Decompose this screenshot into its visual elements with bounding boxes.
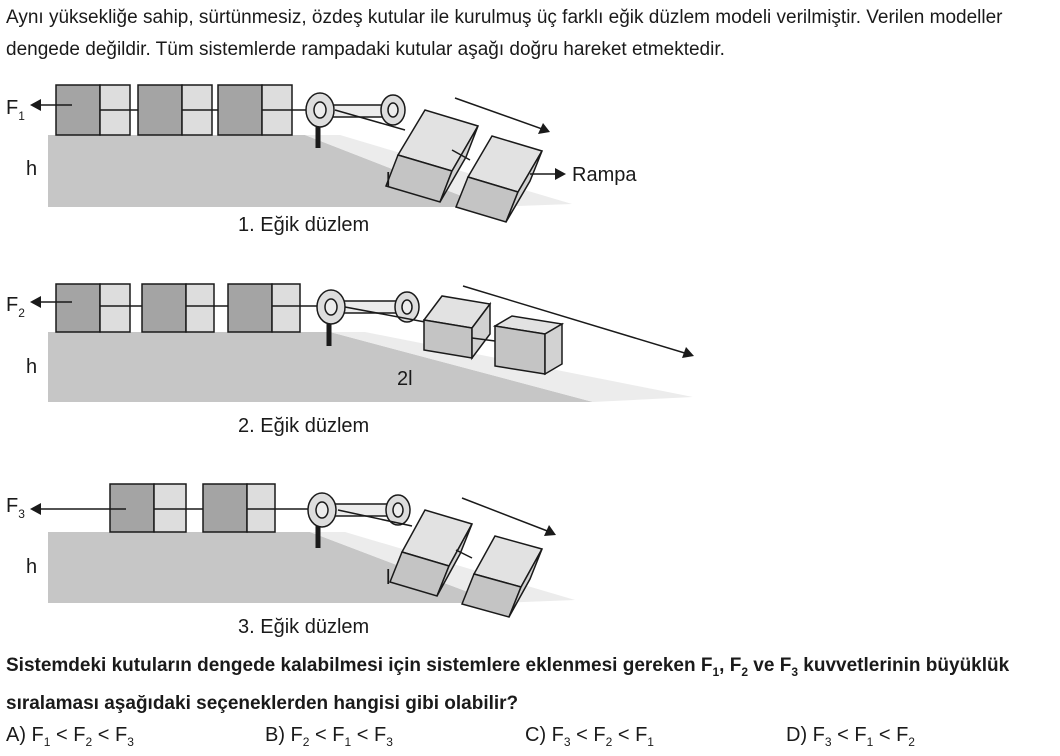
option-c[interactable]: C) F3 < F2 < F1 [525,724,654,749]
force-label: F3 [6,495,25,521]
motion-arrowhead [682,347,694,358]
question-text: Sistemdeki kutuların dengede kalabilmesi… [6,655,1010,714]
diagram-caption: 2. Eğik düzlem [238,415,369,437]
rope [451,149,471,161]
force-arrowhead [30,296,41,308]
ramp-cube [385,109,480,203]
intro-text: Aynı yüksekliğe sahip, sürtünmesiz, özde… [6,7,1003,60]
motion-arrowhead [544,525,556,536]
motion-arrow [461,497,551,533]
inclined-plane-1: F1 h l Rampa 1. Eğik düzlem [0,80,1060,240]
ramp-label: Rampa [572,164,637,186]
inclined-plane-3-drawing: F3 h l 3. Eğik düzlem [6,483,575,638]
platform [48,332,593,402]
pulley-icon [305,92,335,148]
force-label: F2 [6,294,25,320]
inclined-plane-3: F3 h l 3. Eğik düzlem [0,478,1060,643]
rope [344,306,426,323]
flat-box [109,483,187,533]
option-b[interactable]: B) F2 < F1 < F3 [265,724,393,749]
pulley-icon [380,94,406,126]
diagram-caption: 3. Eğik düzlem [238,616,369,638]
pulley-icon [385,494,411,526]
length-label: l [386,567,390,589]
flat-box [55,283,131,333]
platform [48,135,490,207]
inclined-plane-2: F2 h 2l 2. Eğik düzlem [0,276,1060,441]
force-label: F1 [6,97,25,123]
pulley-axle [324,104,391,118]
diagram-caption: 1. Eğik düzlem [238,214,369,236]
length-label: l [386,170,390,192]
ramp-cube [422,295,492,361]
option-d[interactable]: D) F3 < F1 < F2 [786,724,915,749]
height-label: h [26,158,37,180]
platform [48,532,497,603]
flat-box [227,283,301,333]
motion-arrow [462,285,689,355]
ramp-pointer-head [555,168,566,180]
pulley-icon [394,291,420,323]
flat-box [137,84,213,136]
motion-arrow [454,97,546,131]
pulley-icon [316,289,346,346]
length-label: 2l [397,368,413,390]
rope [455,549,473,559]
option-a[interactable]: A) F1 < F2 < F3 [6,724,134,749]
inclined-plane-2-drawing: F2 h 2l 2. Eğik düzlem [6,283,694,437]
height-label: h [26,556,37,578]
pulley-icon [307,492,337,548]
height-label: h [26,356,37,378]
force-arrowhead [30,99,41,111]
ramp-cube [460,535,544,618]
motion-arrowhead [538,123,550,134]
ramp-cube [388,509,474,597]
ramp-cube [492,315,565,376]
ramp-cube [454,135,544,223]
force-arrowhead [30,503,41,515]
rope [471,337,496,342]
flat-box [141,283,215,333]
flat-box [202,483,276,533]
rope [337,509,413,527]
rope [334,109,406,131]
inclined-plane-1-drawing: F1 h l Rampa 1. Eğik düzlem [6,84,637,236]
answer-options: A) F1 < F2 < F3 B) F2 < F1 < F3 C) F3 < … [6,724,1056,754]
